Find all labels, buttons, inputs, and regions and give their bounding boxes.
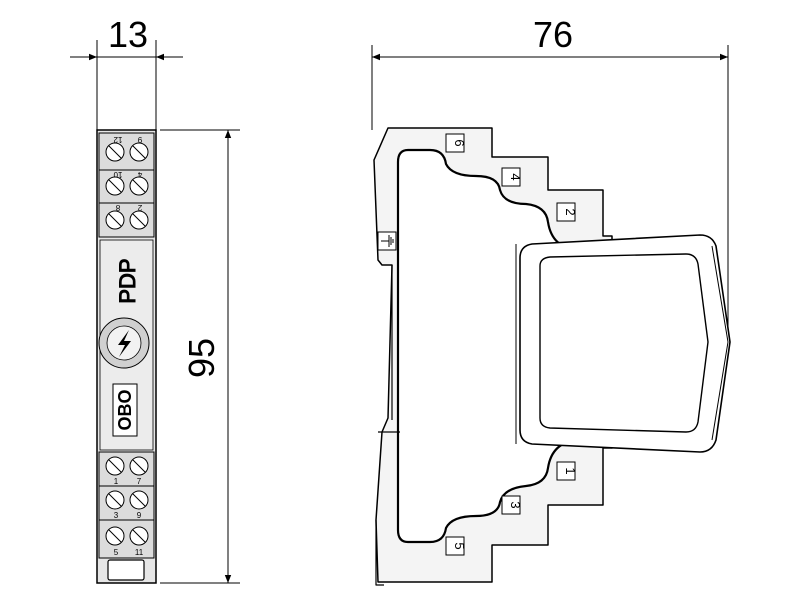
terminal-label-5-front: 5 <box>114 548 119 557</box>
side-terminal-boxes <box>445 133 576 556</box>
side-terminal-label-3: 3 <box>508 501 523 508</box>
brand-logo-box <box>112 383 138 437</box>
terminal-label-11: 11 <box>135 548 144 557</box>
side-terminal-label-5: 5 <box>452 542 467 549</box>
dimension-width-label: 13 <box>108 14 148 55</box>
screw-icon <box>105 142 149 230</box>
side-terminal-label-1: 1 <box>563 467 578 474</box>
terminal-label-8: 8 <box>115 203 120 212</box>
dimension-depth-label: 76 <box>533 14 573 55</box>
terminal-label-3-front: 3 <box>114 511 119 520</box>
terminal-label-4-top: 4 <box>137 170 142 179</box>
plug-module-face <box>539 253 709 433</box>
terminal-label-7: 7 <box>137 477 142 486</box>
dimension-height <box>160 129 240 584</box>
side-view <box>373 127 731 586</box>
terminal-label-10: 10 <box>113 170 122 179</box>
side-terminal-label-2: 2 <box>563 208 578 215</box>
terminal-label-9-top: 9 <box>137 135 142 144</box>
terminal-label-1: 1 <box>114 477 119 486</box>
screw-icon <box>105 456 149 546</box>
ground-icon <box>377 231 397 251</box>
terminal-label-12: 12 <box>113 135 122 144</box>
product-name-label: PDP <box>115 258 140 303</box>
dimension-depth-side <box>371 45 729 330</box>
terminal-label-2-top: 2 <box>137 203 142 212</box>
terminal-label-9-bottom: 9 <box>137 511 142 520</box>
lightning-icon <box>98 317 150 369</box>
side-terminal-label-4: 4 <box>508 173 523 180</box>
side-terminal-label-6: 6 <box>452 139 467 146</box>
front-view: 12 9 10 4 8 2 PDP OBO <box>96 129 157 584</box>
brand-logo-text: OBO <box>115 389 135 430</box>
dimension-width-front <box>70 40 183 130</box>
din-rail-clip <box>375 265 400 586</box>
dimension-height-label: 95 <box>181 338 222 378</box>
release-tab <box>107 559 145 581</box>
